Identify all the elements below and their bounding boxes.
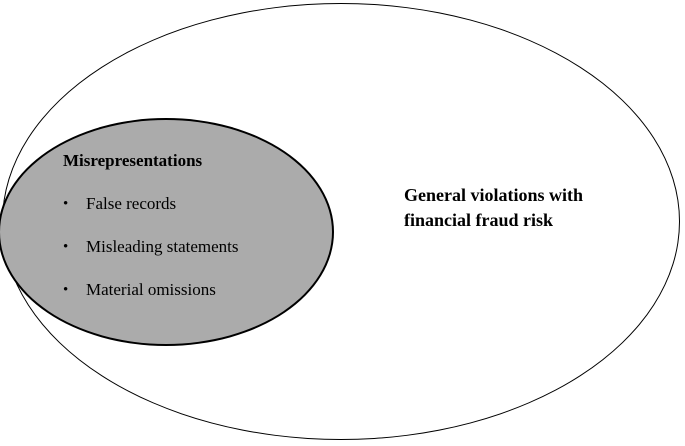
inner-set-title: Misrepresentations bbox=[63, 151, 203, 170]
inner-set-content: Misrepresentations • False records • Mis… bbox=[63, 150, 313, 301]
bullet-icon: • bbox=[63, 239, 69, 255]
inner-set-ellipse bbox=[0, 118, 334, 346]
outer-set-label-line2: financial fraud risk bbox=[404, 210, 554, 230]
inner-set-bullet-list: • False records • Misleading statements … bbox=[63, 193, 313, 301]
list-item: • Misleading statements bbox=[63, 236, 313, 258]
list-item: • Material omissions bbox=[63, 279, 313, 301]
list-item-label: False records bbox=[86, 194, 177, 213]
list-item: • False records bbox=[63, 193, 313, 215]
list-item-label: Material omissions bbox=[86, 280, 216, 299]
list-item-label: Misleading statements bbox=[86, 237, 239, 256]
outer-set-label: General violations with financial fraud … bbox=[404, 183, 634, 233]
bullet-icon: • bbox=[63, 282, 69, 298]
outer-set-label-line1: General violations with bbox=[404, 185, 583, 205]
bullet-icon: • bbox=[63, 196, 69, 212]
